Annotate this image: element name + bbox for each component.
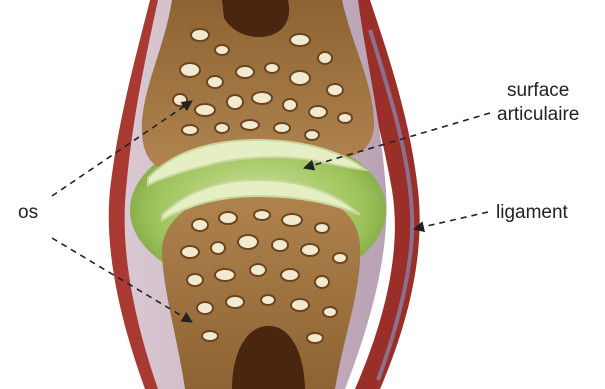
label-surface-line1: surface [497, 79, 579, 103]
label-surface-line2: articulaire [497, 103, 579, 127]
label-ligament: ligament [496, 201, 568, 225]
label-surface-articulaire: surface articulaire [497, 79, 579, 127]
arrow-ligament [414, 212, 488, 229]
label-os: os [18, 201, 38, 225]
